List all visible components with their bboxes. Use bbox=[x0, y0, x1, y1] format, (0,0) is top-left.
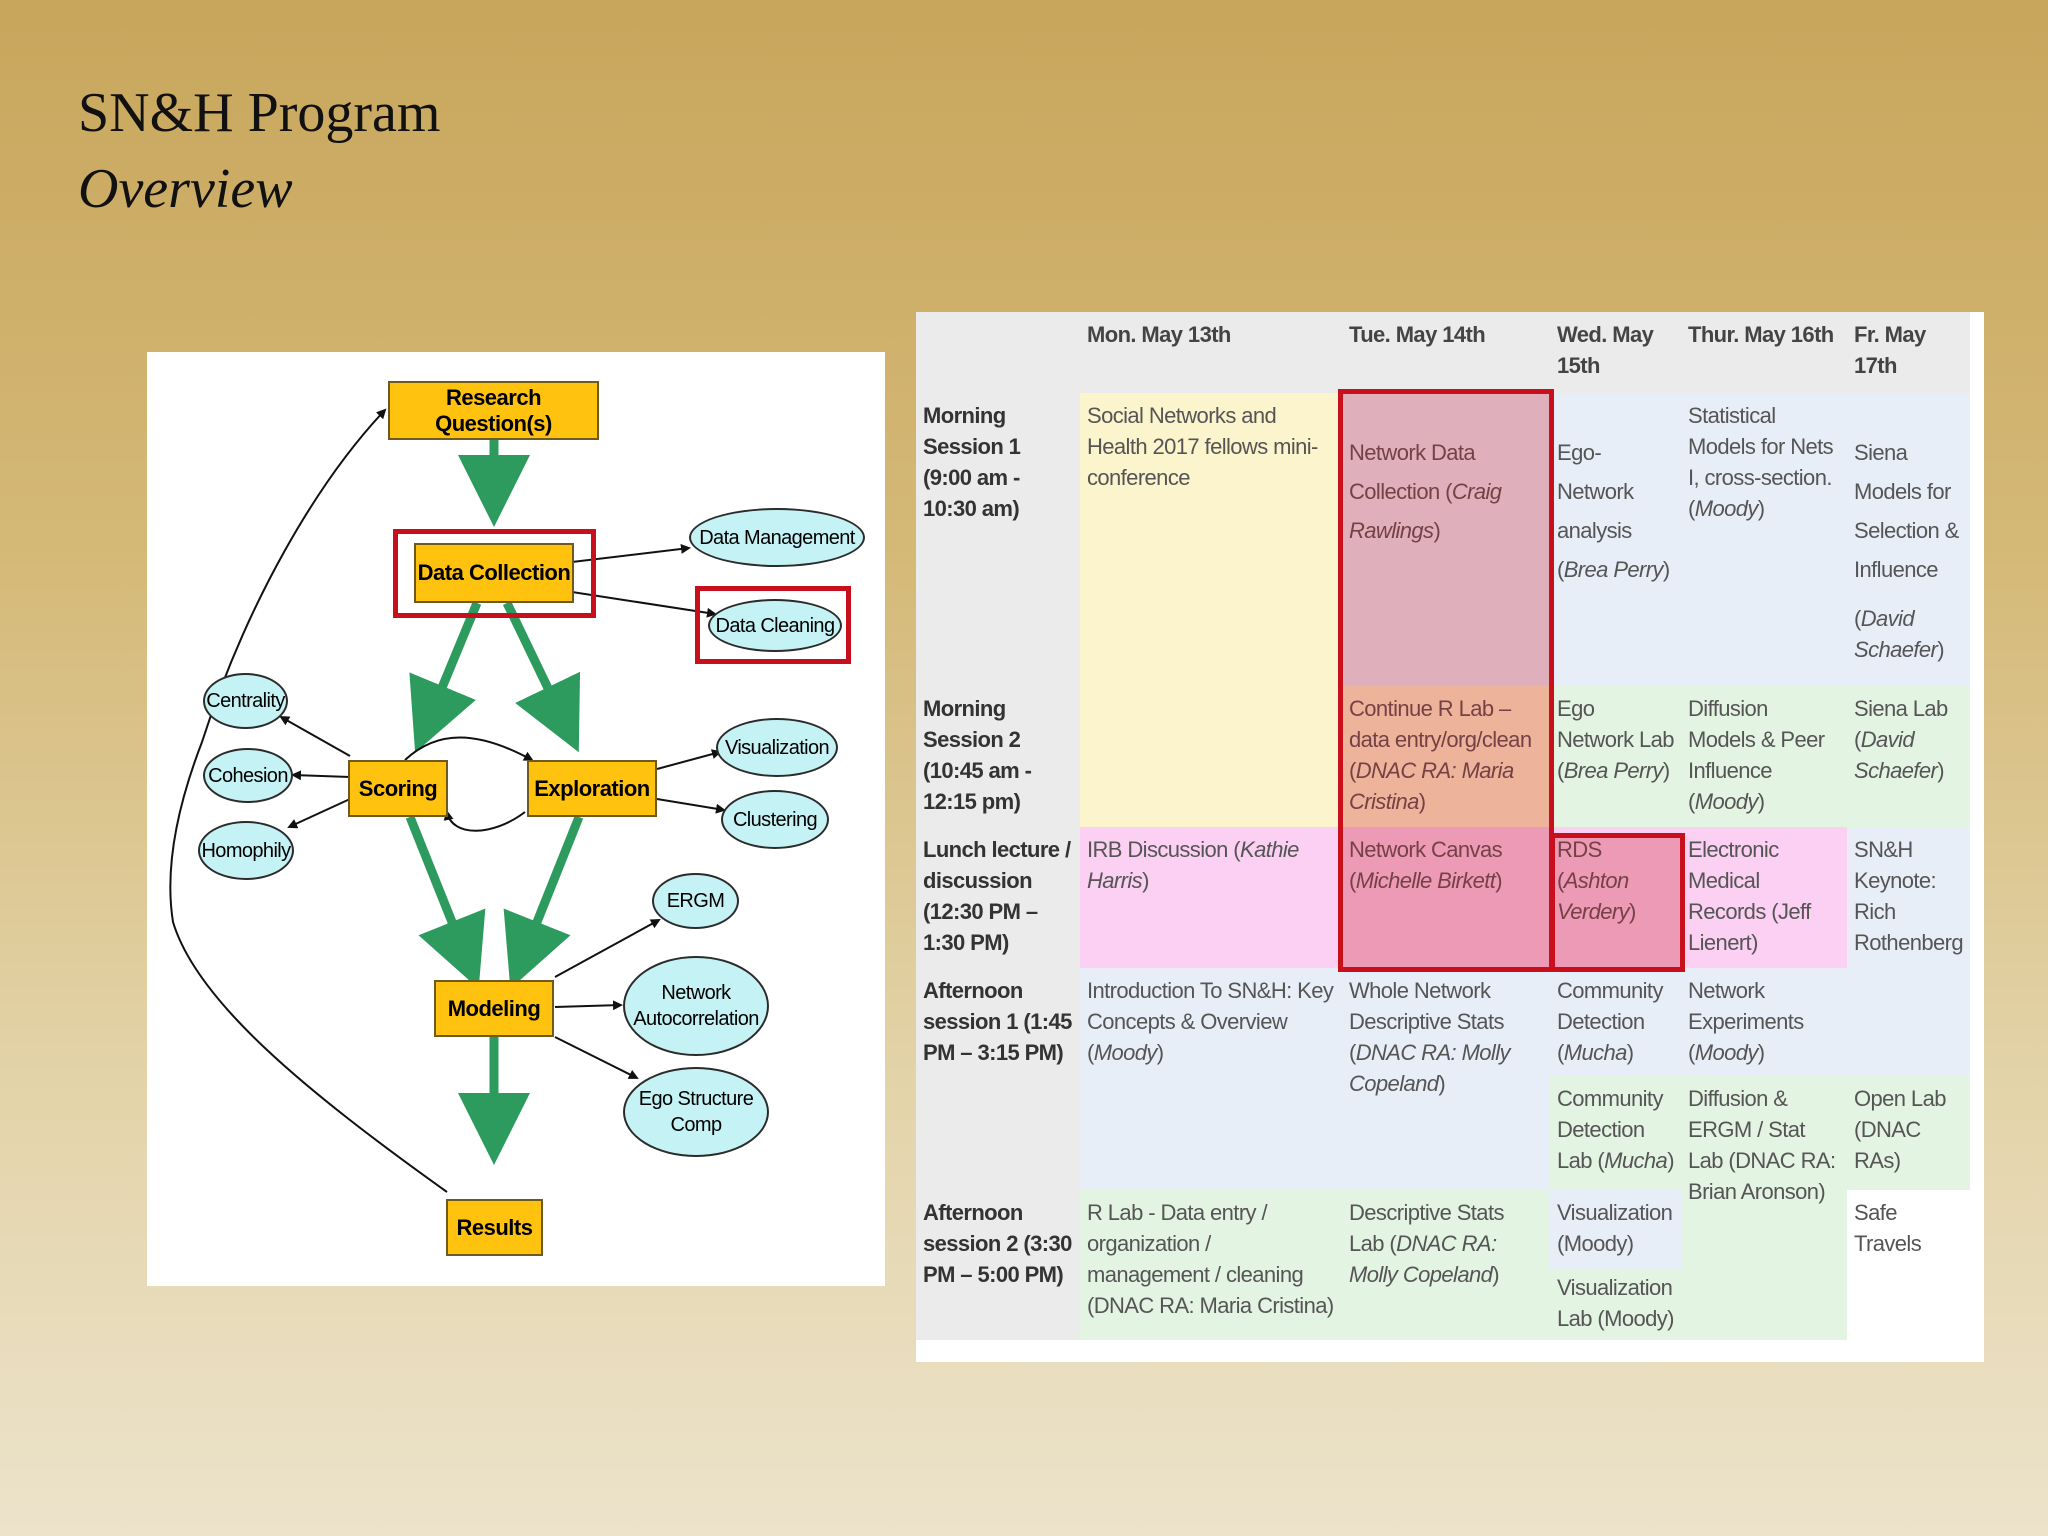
cell-tue-morning-2: Continue R Lab – data entry/org/clean (D… bbox=[1342, 686, 1550, 827]
arrow-dc-to-exploration bbox=[502, 601, 581, 753]
visualization-node: Visualization bbox=[716, 718, 838, 777]
ergm-node: ERGM bbox=[652, 873, 739, 929]
cell-thu-lunch: Electronic Medical Records (Jeff Lienert… bbox=[1681, 827, 1847, 968]
cell-mon-lunch: IRB Discussion (Kathie Harris) bbox=[1080, 827, 1342, 968]
cell-tue-lunch: Network Canvas (Michelle Birkett) bbox=[1342, 827, 1550, 968]
header-corner bbox=[916, 312, 1080, 393]
cell-wed-afternoon-2: Visualization (Moody) bbox=[1550, 1190, 1681, 1270]
modeling-box: Modeling bbox=[434, 980, 554, 1037]
row-afternoon-2: Afternoon session 2 (3:30 PM – 5:00 PM) bbox=[916, 1190, 1080, 1340]
cell-tue-afternoon-2: Descriptive Stats Lab (DNAC RA: Molly Co… bbox=[1342, 1190, 1550, 1340]
ego-structure-node: Ego Structure Comp bbox=[623, 1067, 769, 1157]
cell-wed-lunch: RDS (Ashton Verdery) bbox=[1550, 827, 1681, 968]
header-thu: Thur. May 16th bbox=[1681, 312, 1847, 393]
results-box: Results bbox=[446, 1199, 543, 1256]
cohesion-node: Cohesion bbox=[203, 748, 293, 803]
row-lunch: Lunch lecture / discussion (12:30 PM – 1… bbox=[916, 827, 1080, 968]
data-collection-box: Data Collection bbox=[414, 543, 574, 603]
rds-highlight-box bbox=[1550, 833, 1685, 972]
slide-title-block: SN&H Program Overview bbox=[78, 76, 440, 227]
tuesday-highlight-box bbox=[1338, 389, 1554, 972]
schedule-table: Mon. May 13th Tue. May 14th Wed. May 15t… bbox=[916, 312, 1984, 1362]
cell-fri-morning-2: Siena Lab (David Schaefer) bbox=[1847, 686, 1970, 827]
data-management-node: Data Management bbox=[689, 508, 865, 567]
exploration-box: Exploration bbox=[527, 760, 657, 817]
cell-wed-afternoon-1b: Community Detection Lab (Mucha) bbox=[1550, 1076, 1681, 1190]
cell-wed-morning-2: Ego Network Lab (Brea Perry) bbox=[1550, 686, 1681, 827]
cell-tue-morning-1: Network Data Collection (Craig Rawlings) bbox=[1342, 393, 1550, 686]
arrow-exploration-to-modeling bbox=[503, 815, 584, 989]
cell-fri-lunch: SN&H Keynote: Rich Rothenberg bbox=[1847, 827, 1970, 1076]
tuesday-highlight-shade bbox=[1342, 393, 1550, 968]
data-cleaning-node: Data Cleaning bbox=[708, 599, 842, 652]
cell-mon-afternoon-2: R Lab - Data entry / organization / mana… bbox=[1080, 1190, 1342, 1340]
row-afternoon-1: Afternoon session 1 (1:45 PM – 3:15 PM) bbox=[916, 968, 1080, 1190]
homophily-node: Homophily bbox=[198, 821, 294, 880]
cell-tue-afternoon-1: Whole Network Descriptive Stats (DNAC RA… bbox=[1342, 968, 1550, 1190]
cell-wed-afternoon-2b: Visualization Lab (Moody) bbox=[1550, 1270, 1681, 1340]
header-fri: Fr. May 17th bbox=[1847, 312, 1970, 393]
cell-wed-afternoon-1: Community Detection (Mucha) bbox=[1550, 968, 1681, 1076]
network-autocorrelation-node: Network Autocorrelation bbox=[623, 956, 769, 1056]
research-question-box: Research Question(s) bbox=[388, 381, 599, 440]
rds-highlight-shade bbox=[1550, 837, 1681, 968]
cell-fri-afternoon-1b: Open Lab (DNAC RAs) bbox=[1847, 1076, 1970, 1190]
cell-wed-morning-1: Ego-Network analysis (Brea Perry) bbox=[1550, 393, 1681, 686]
cell-thu-afternoon-1b: Diffusion & ERGM / Stat Lab (DNAC RA: Br… bbox=[1681, 1076, 1847, 1340]
cell-mon-afternoon-1: Introduction To SN&H: Key Concepts & Ove… bbox=[1080, 968, 1342, 1190]
slide-subtitle: Overview bbox=[78, 157, 293, 220]
scoring-box: Scoring bbox=[348, 760, 448, 817]
cell-fri-afternoon-2: Safe Travels bbox=[1847, 1190, 1970, 1340]
arrow-scoring-to-modeling bbox=[405, 815, 486, 989]
header-wed: Wed. May 15th bbox=[1550, 312, 1681, 393]
arrow-dc-to-scoring bbox=[409, 601, 482, 753]
row-morning-2: Morning Session 2 (10:45 am - 12:15 pm) bbox=[916, 686, 1080, 827]
cell-mon-morning: Social Networks and Health 2017 fellows … bbox=[1080, 393, 1342, 827]
cell-thu-morning-1: Statistical Models for Nets I, cross-sec… bbox=[1681, 393, 1847, 686]
cell-thu-afternoon-1: Network Experiments (Moody) bbox=[1681, 968, 1847, 1076]
data-cleaning-highlight bbox=[695, 586, 851, 664]
row-morning-1: Morning Session 1 (9:00 am - 10:30 am) bbox=[916, 393, 1080, 686]
cell-fri-morning-1: Siena Models for Selection & Influence(D… bbox=[1847, 393, 1970, 686]
header-tue: Tue. May 14th bbox=[1342, 312, 1550, 393]
slide-title: SN&H Program bbox=[78, 82, 441, 144]
cell-thu-morning-2: Diffusion Models & Peer Influence (Moody… bbox=[1681, 686, 1847, 827]
data-collection-highlight bbox=[393, 529, 596, 618]
clustering-node: Clustering bbox=[721, 790, 829, 849]
centrality-node: Centrality bbox=[203, 673, 288, 729]
header-mon: Mon. May 13th bbox=[1080, 312, 1342, 393]
research-flowchart: Research Question(s) Data Collection Dat… bbox=[147, 352, 885, 1286]
flowchart-connectors bbox=[169, 408, 726, 1193]
